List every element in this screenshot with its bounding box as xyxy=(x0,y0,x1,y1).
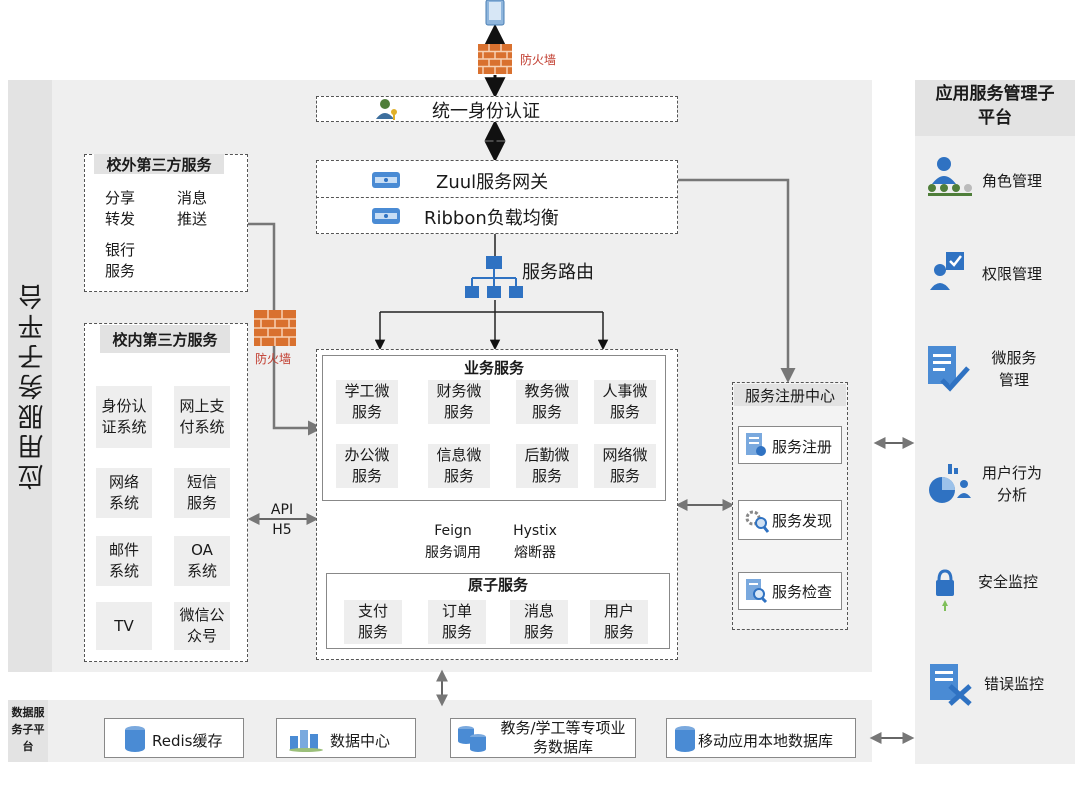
internal-service-auth: 身份认 证系统 xyxy=(96,386,152,448)
routing-tree-icon xyxy=(464,256,524,300)
api-h5-label: API H5 xyxy=(270,502,294,538)
error-monitor-icon xyxy=(928,664,974,706)
service-discovery-label: 服务发现 xyxy=(772,512,833,530)
user-key-icon xyxy=(374,97,400,121)
atomic-service-order: 订单 服务 xyxy=(428,600,486,644)
permission-management-icon xyxy=(928,250,968,292)
external-services-title: 校外第三方服务 xyxy=(94,154,224,174)
firewall-icon xyxy=(478,44,512,74)
external-service-bank: 银行 服务 xyxy=(105,241,136,280)
local-database-icon xyxy=(674,726,696,752)
data-platform-title-bar xyxy=(8,700,48,762)
service-discovery-card xyxy=(738,500,842,540)
external-service-push: 消息 推送 xyxy=(177,189,208,228)
external-service-share: 分享 转发 xyxy=(105,189,136,228)
business-service-student: 学工微 服务 xyxy=(336,380,398,424)
service-check-icon xyxy=(744,578,768,604)
business-services-title: 业务服务 xyxy=(463,359,524,377)
business-database-icon xyxy=(456,724,488,752)
external-services-box xyxy=(84,154,248,292)
permission-management-label: 权限管理 xyxy=(982,265,1043,283)
internal-service-wechat: 微信公 众号 xyxy=(174,602,230,650)
business-service-network: 网络微 服务 xyxy=(594,444,656,488)
business-service-academic: 教务微 服务 xyxy=(516,380,578,424)
user-behavior-label: 用户行为 分析 xyxy=(981,464,1042,504)
atomic-services-title: 原子服务 xyxy=(467,576,528,594)
service-registry-title: 服务注册中心 xyxy=(734,384,846,406)
microservice-management-icon xyxy=(926,346,970,392)
service-routing-label: 服务路由 xyxy=(522,262,594,283)
security-monitor-label: 安全监控 xyxy=(978,573,1039,591)
internal-service-tv: TV xyxy=(96,602,152,650)
user-behavior-icon xyxy=(926,462,972,506)
data-center-icon xyxy=(288,724,324,752)
ribbon-balancer-label: Ribbon负载均衡 xyxy=(424,208,559,229)
internal-service-oa: OA 系统 xyxy=(174,536,230,586)
local-database-card xyxy=(666,718,856,758)
service-discovery-icon xyxy=(744,506,770,534)
firewall-label: 防火墙 xyxy=(255,352,292,366)
service-register-label: 服务注册 xyxy=(772,438,833,456)
hystix-label: Hystix 熔断器 xyxy=(513,523,557,561)
atomic-service-message: 消息 服务 xyxy=(510,600,568,644)
service-register-icon xyxy=(744,432,768,458)
app-platform-title-bar xyxy=(8,80,52,672)
mobile-device-icon xyxy=(485,0,505,26)
database-icon xyxy=(124,726,146,752)
firewall-icon xyxy=(254,310,296,346)
service-check-label: 服务检查 xyxy=(772,583,833,601)
atomic-service-payment: 支付 服务 xyxy=(344,600,402,644)
error-monitor-label: 错误监控 xyxy=(984,675,1045,693)
ribbon-balancer-icon xyxy=(372,205,400,227)
zuul-gateway-icon xyxy=(372,169,400,191)
role-management-label: 角色管理 xyxy=(982,172,1043,190)
feign-label: Feign 服务调用 xyxy=(425,523,481,561)
data-center-label: 数据中心 xyxy=(330,732,391,750)
business-service-finance: 财务微 服务 xyxy=(428,380,490,424)
security-monitor-icon xyxy=(932,568,958,612)
business-service-info: 信息微 服务 xyxy=(428,444,490,488)
internal-service-email: 邮件 系统 xyxy=(96,536,152,586)
internal-service-payment: 网上支 付系统 xyxy=(174,386,230,448)
business-service-office: 办公微 服务 xyxy=(336,444,398,488)
local-database-label: 移动应用本地数据库 xyxy=(698,732,834,750)
business-service-logistics: 后勤微 服务 xyxy=(516,444,578,488)
internal-service-sms: 短信 服务 xyxy=(174,468,230,518)
atomic-service-user: 用户 服务 xyxy=(590,600,648,644)
business-service-hr: 人事微 服务 xyxy=(594,380,656,424)
data-platform-title: 数据服 务子平 台 xyxy=(11,706,45,753)
management-title: 应用服务管理子 平台 xyxy=(915,80,1075,136)
internal-services-title: 校内第三方服务 xyxy=(100,325,230,353)
zuul-gateway-label: Zuul服务网关 xyxy=(436,172,549,193)
unified-auth-box xyxy=(316,96,678,122)
microservice-management-label: 微服务 管理 xyxy=(991,349,1037,389)
business-database-label: 教务/学工等专项业 务数据库 xyxy=(500,719,626,756)
role-management-icon xyxy=(924,156,980,202)
firewall-label: 防火墙 xyxy=(520,53,557,67)
gateway-divider xyxy=(316,197,678,198)
internal-service-network: 网络 系统 xyxy=(96,468,152,518)
unified-auth-label: 统一身份认证 xyxy=(432,101,540,122)
redis-cache-label: Redis缓存 xyxy=(152,732,223,750)
